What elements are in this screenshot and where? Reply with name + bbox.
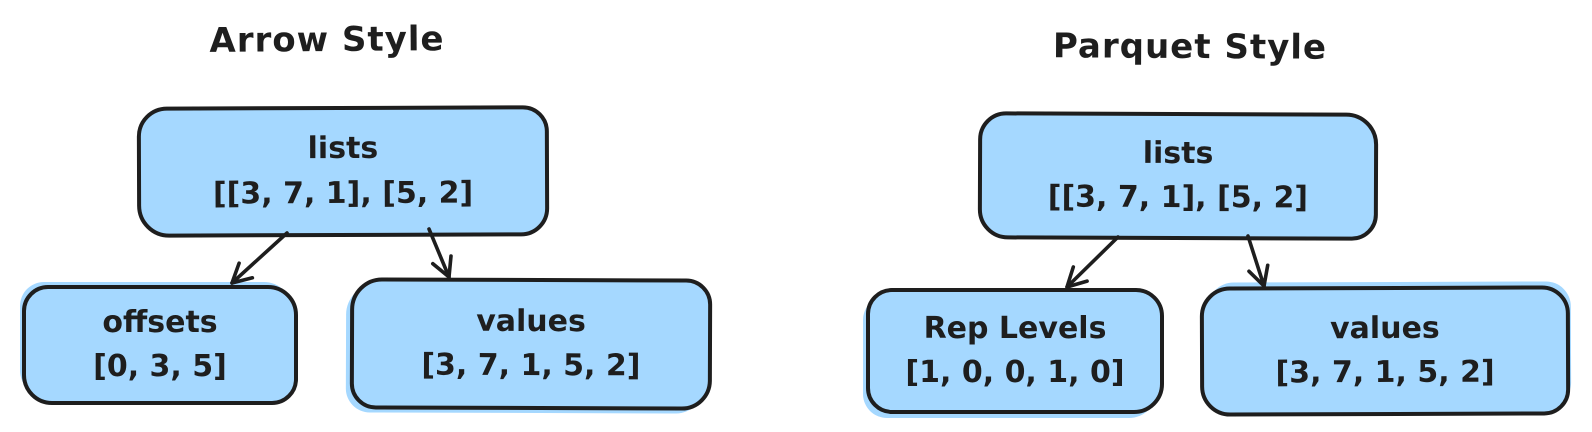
node-parquetstyle-lists: lists [[3, 7, 1], [5, 2]	[977, 111, 1379, 241]
group-title-parquet-style: Parquet Style	[1052, 26, 1328, 68]
node-label: values	[1330, 310, 1440, 346]
arrow-parquetstyle-lists-to-replevels	[1065, 235, 1120, 289]
node-parquetstyle-values: values [3, 7, 1, 5, 2]	[1199, 285, 1571, 417]
group-title-arrow-style: Arrow Style	[209, 19, 445, 61]
node-label: Rep Levels	[923, 310, 1107, 346]
node-value: [[3, 7, 1], [5, 2]	[1047, 179, 1309, 216]
node-value: [1, 0, 0, 1, 0]	[905, 355, 1125, 390]
node-label: lists	[1142, 135, 1214, 171]
node-parquetstyle-rep-levels: Rep Levels [1, 0, 0, 1, 0]	[866, 288, 1164, 414]
node-arrowstyle-offsets: offsets [0, 3, 5]	[22, 285, 298, 405]
arrow-arrowstyle-lists-to-offsets	[230, 231, 289, 285]
node-value: [[3, 7, 1], [5, 2]	[212, 175, 474, 211]
node-label: lists	[307, 130, 379, 167]
node-value: [0, 3, 5]	[93, 349, 227, 384]
node-value: [3, 7, 1, 5, 2]	[421, 347, 641, 384]
node-arrowstyle-values: values [3, 7, 1, 5, 2]	[349, 277, 713, 411]
node-value: [3, 7, 1, 5, 2]	[1275, 354, 1495, 391]
node-label: values	[476, 303, 586, 339]
node-arrowstyle-lists: lists [[3, 7, 1], [5, 2]	[136, 105, 550, 238]
arrow-parquetstyle-lists-to-values	[1246, 234, 1270, 288]
node-label: offsets	[102, 304, 218, 340]
